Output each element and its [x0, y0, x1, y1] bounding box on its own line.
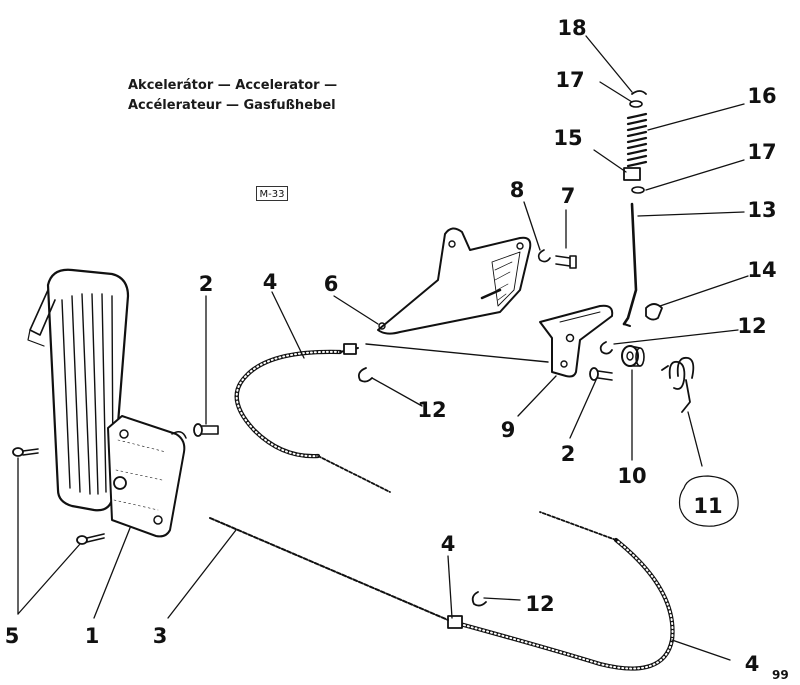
callout-1: 1: [84, 624, 100, 648]
page-number: 99: [772, 668, 789, 682]
callout-12-middle: 12: [417, 398, 447, 422]
callout-12-right: 12: [737, 314, 767, 338]
callout-15: 15: [553, 126, 583, 150]
callout-11: 11: [693, 494, 723, 518]
torsion-spring-11: [661, 356, 695, 413]
washer-17-upper: [629, 100, 643, 108]
callout-5: 5: [4, 624, 20, 648]
callout-4-middle: 4: [440, 532, 456, 556]
sleeve-15: [623, 167, 641, 181]
callout-4-upper: 4: [262, 270, 278, 294]
bushing-10: [621, 345, 645, 367]
rod-13: [622, 202, 638, 327]
lever-9: [539, 304, 614, 378]
title-line-2: Accélerateur — Gasfußhebel: [128, 98, 336, 113]
bolt-5-lower: [76, 533, 105, 545]
callout-13: 13: [747, 198, 777, 222]
bracket-6: [377, 227, 532, 335]
clip-12-b: [599, 341, 613, 355]
bolt-7: [555, 255, 577, 269]
reference-tag: M-33: [256, 186, 288, 201]
callout-9: 9: [500, 418, 516, 442]
clip-18: [631, 90, 647, 95]
clip-12-a: [357, 367, 373, 383]
cable-upper: [234, 343, 549, 493]
callout-3: 3: [152, 624, 168, 648]
callout-10: 10: [617, 464, 647, 488]
title-line-1: Akcelerátor — Accelerator —: [128, 78, 338, 93]
callout-4-lower: 4: [744, 652, 760, 676]
callout-7: 7: [560, 184, 576, 208]
pedal-bracket: [107, 415, 187, 538]
cable-lower: [209, 511, 675, 671]
bolt-5-upper: [12, 447, 39, 457]
callout-17-upper: 17: [555, 68, 585, 92]
washer-17-lower: [631, 186, 645, 194]
callout-17-lower: 17: [747, 140, 777, 164]
leader-lines: [17, 35, 749, 661]
clip-14: [645, 303, 663, 321]
callout-14: 14: [747, 258, 777, 282]
callout-6: 6: [323, 272, 339, 296]
callout-12-lower: 12: [525, 592, 555, 616]
callout-2-right: 2: [560, 442, 576, 466]
clip-8: [537, 249, 551, 263]
bolt-2-right: [589, 367, 613, 381]
callout-16: 16: [747, 84, 777, 108]
highlight-circle: [678, 475, 739, 527]
callout-18: 18: [557, 16, 587, 40]
spring-16: [626, 112, 648, 168]
clip-12-c: [471, 591, 487, 607]
callout-8: 8: [509, 178, 525, 202]
callout-2-left: 2: [198, 272, 214, 296]
bolt-2-left: [193, 423, 219, 437]
